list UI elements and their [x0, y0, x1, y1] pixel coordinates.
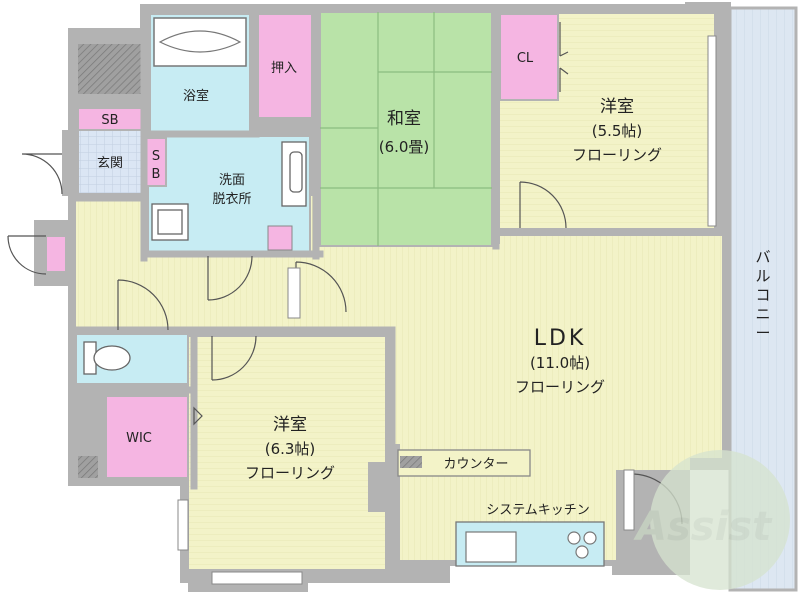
walk-in-closet	[105, 395, 191, 479]
assist-logo-text: Assist	[633, 504, 773, 550]
japanese-room	[319, 11, 493, 247]
counter-label: カウンター	[443, 457, 508, 472]
entrance-storage	[45, 235, 67, 273]
kitchen-label: システムキッチン	[486, 503, 590, 518]
closet-cl	[499, 13, 559, 101]
balcony-label: バ ル コ ニ ー	[755, 248, 770, 342]
oshiire-closet	[257, 13, 313, 119]
washing-machine-icon	[151, 203, 189, 241]
assist-logo: Assist	[633, 450, 790, 590]
ldk-room	[320, 236, 722, 560]
kitchen-sink-icon	[465, 531, 517, 563]
washitsu-label: 和室	[387, 109, 421, 129]
bath-label: 浴室	[183, 88, 209, 104]
pillar-sw	[368, 462, 390, 512]
youshitsu-sw-size: (6.3帖)	[265, 440, 316, 458]
interior-walls	[68, 6, 726, 490]
western-room-sw	[187, 335, 387, 571]
senmen-label-1: 洗面	[219, 173, 245, 188]
system-kitchen	[455, 521, 605, 567]
wic-label: WIC	[126, 431, 152, 446]
pipe-shaft	[78, 44, 142, 94]
toilet-icon	[83, 341, 131, 375]
windows	[177, 35, 717, 585]
genkan-label: 玄関	[97, 156, 123, 171]
ldk-size: (11.0帖)	[530, 354, 590, 372]
ldk-floor: フローリング	[515, 378, 605, 396]
sb-side-label-s: S	[152, 149, 160, 164]
stove-icon	[567, 531, 597, 559]
balcony-char-2: ル	[755, 267, 770, 285]
wic-shaft	[78, 456, 98, 478]
washroom-storage	[267, 225, 293, 251]
oshiire-label: 押入	[271, 61, 297, 76]
youshitsu-ne-label: 洋室	[600, 97, 634, 117]
sb-side-label-b: B	[152, 167, 161, 182]
youshitsu-ne-size: (5.5帖)	[592, 122, 643, 140]
youshitsu-sw-floor: フローリング	[245, 464, 335, 482]
balcony-char-5: ー	[755, 324, 770, 342]
senmen-label-2: 脱衣所	[212, 191, 251, 207]
bathtub-icon	[153, 17, 247, 67]
counter	[397, 449, 531, 477]
tatami-lines	[320, 12, 492, 246]
youshitsu-sw-label: 洋室	[273, 415, 307, 435]
cl-label: CL	[517, 51, 534, 66]
youshitsu-ne-floor: フローリング	[572, 146, 662, 164]
sink-icon	[281, 141, 307, 207]
balcony-char-3: コ	[755, 286, 770, 304]
sb-top-label: SB	[101, 113, 118, 128]
balcony-char-1: バ	[755, 248, 770, 266]
ldk-label: LDK	[534, 326, 587, 351]
balcony-char-4: ニ	[755, 305, 770, 323]
washitsu-size: (6.0畳)	[379, 138, 430, 156]
